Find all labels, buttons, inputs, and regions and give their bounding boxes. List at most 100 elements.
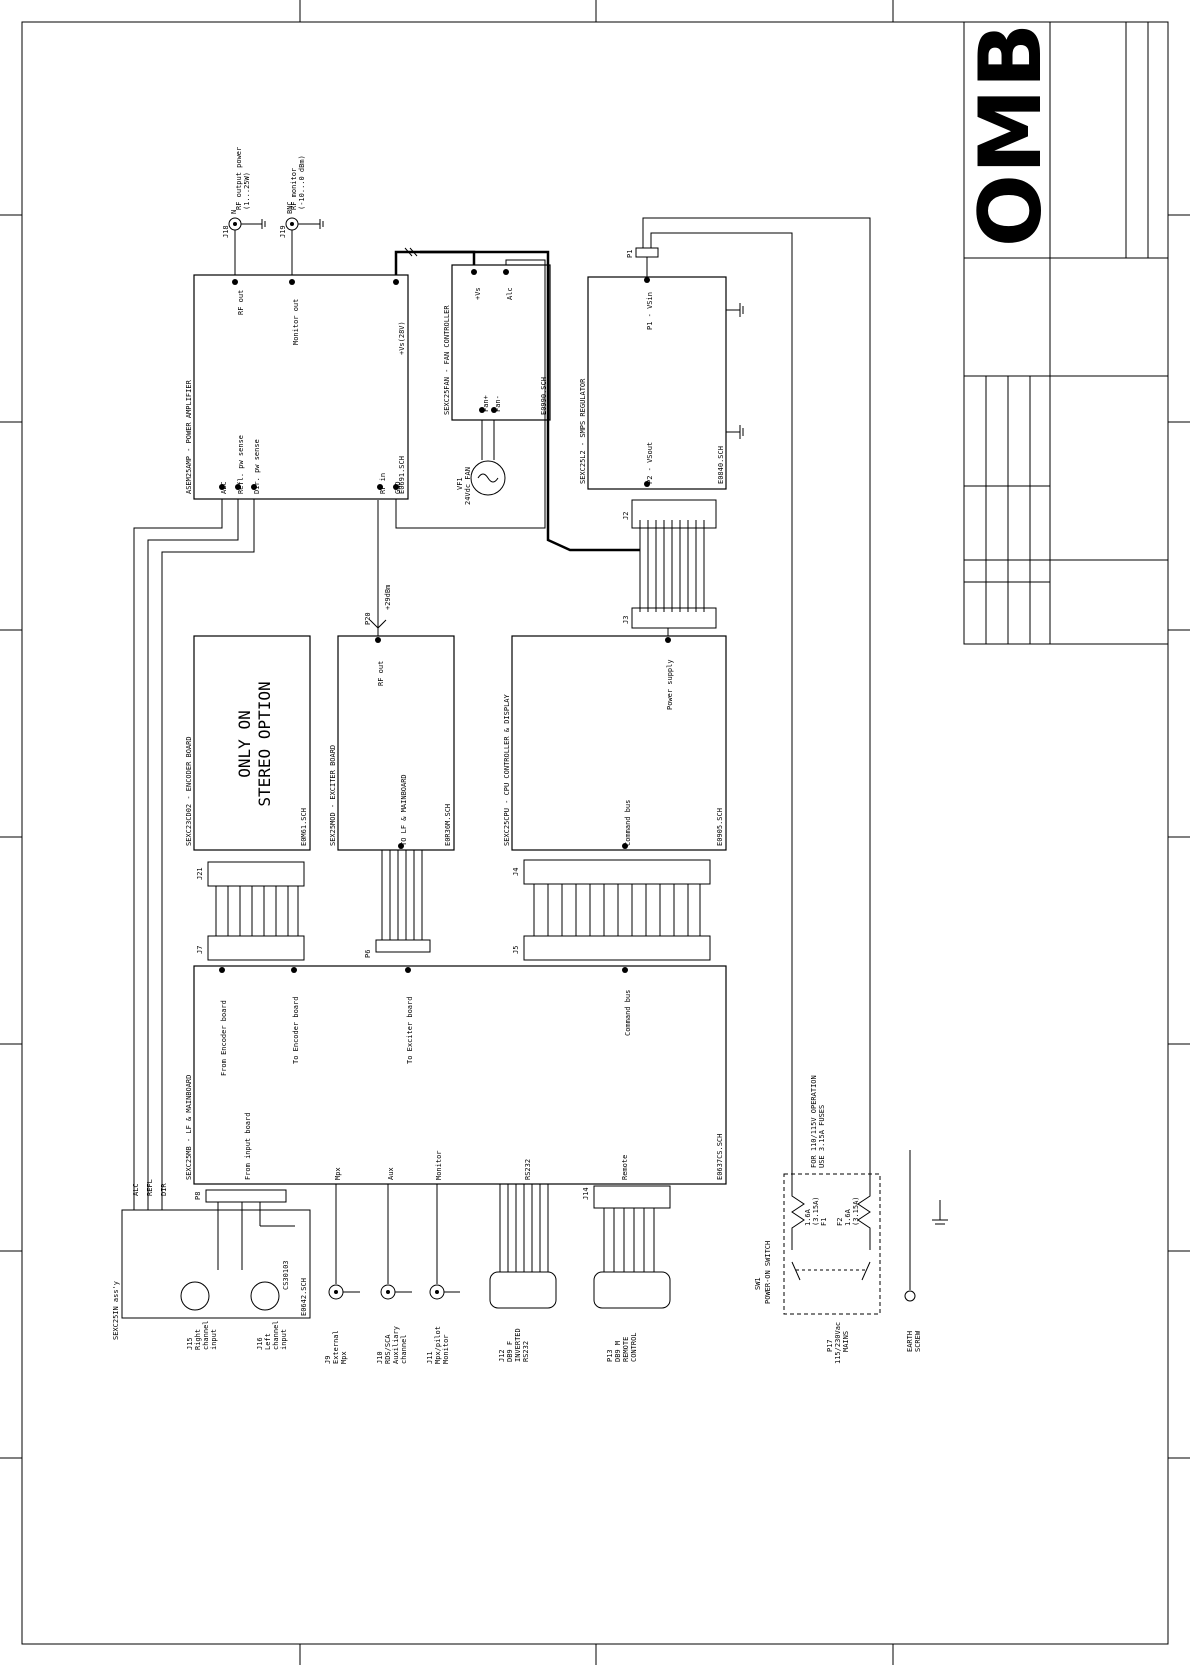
fan-vf1: VF1 24Vdc FAN xyxy=(456,420,506,505)
svg-text:(1...25W): (1...25W) xyxy=(243,172,251,210)
svg-text:Command bus: Command bus xyxy=(624,990,632,1036)
svg-text:channel: channel xyxy=(272,1320,280,1350)
mainboard-block: SEXC25MB - LF & MAINBOARD E0637CS.SCH Fr… xyxy=(185,965,727,1185)
svg-text:SEXC25CPU - CPU CONTROLLER & D: SEXC25CPU - CPU CONTROLLER & DISPLAY xyxy=(503,693,511,846)
svg-text:From Encoder board: From Encoder board xyxy=(220,1000,228,1076)
svg-text:INVERTED: INVERTED xyxy=(514,1328,522,1362)
svg-text:(3.15A): (3.15A) xyxy=(852,1196,860,1226)
svg-text:DB9 M: DB9 M xyxy=(614,1341,622,1362)
svg-text:SEXC25MB - LF & MAINBOARD: SEXC25MB - LF & MAINBOARD xyxy=(185,1075,193,1180)
svg-text:SEXC23CD02 - ENCODER BOARD: SEXC23CD02 - ENCODER BOARD xyxy=(185,736,193,846)
svg-text:P20: P20 xyxy=(364,612,372,625)
smps-regulator-block: SEXC25L2 - SMPS REGULATOR E0840.SCH P2 -… xyxy=(579,276,744,490)
svg-text:FOR 110/115V OPERATION: FOR 110/115V OPERATION xyxy=(810,1075,818,1168)
title-block: OMB xyxy=(961,21,1169,645)
svg-text:Auxiliary: Auxiliary xyxy=(392,1326,400,1364)
supply-bus xyxy=(394,247,640,552)
svg-text:Right: Right xyxy=(194,1329,202,1350)
svg-text:CS30103: CS30103 xyxy=(282,1260,290,1290)
svg-text:SEXC25L2 - SMPS REGULATOR: SEXC25L2 - SMPS REGULATOR xyxy=(579,378,587,484)
svg-text:Mpx: Mpx xyxy=(340,1351,348,1364)
svg-text:J3: J3 xyxy=(622,616,630,624)
svg-text:J14: J14 xyxy=(582,1187,590,1200)
svg-text:BNC: BNC xyxy=(286,201,294,214)
svg-text:ASEM25AMP - POWER AMPLIFIER: ASEM25AMP - POWER AMPLIFIER xyxy=(185,379,193,494)
svg-text:Monitor: Monitor xyxy=(435,1150,443,1180)
svg-text:DB9 F: DB9 F xyxy=(506,1341,514,1362)
svg-text:J18: J18 xyxy=(222,225,230,238)
svg-text:J12: J12 xyxy=(498,1349,506,1362)
svg-text:RF monitor: RF monitor xyxy=(290,168,298,210)
omb-logo: OMB xyxy=(961,23,1061,247)
svg-text:E0691.SCH: E0691.SCH xyxy=(398,456,406,494)
svg-text:SCREW: SCREW xyxy=(914,1330,922,1352)
svg-text:P6: P6 xyxy=(364,950,372,958)
svg-text:Command bus: Command bus xyxy=(624,800,632,846)
p1-connector: P1 xyxy=(626,217,871,1170)
svg-text:1.6A: 1.6A xyxy=(844,1208,852,1226)
svg-text:P1: P1 xyxy=(626,250,634,258)
svg-text:Monitor: Monitor xyxy=(442,1334,450,1364)
input-connector-labels: J15 Right channel input J16 Left channel… xyxy=(186,1320,288,1350)
svg-text:E0840.SCH: E0840.SCH xyxy=(717,446,725,484)
svg-text:SEXC25FAN - FAN CONTROLLER: SEXC25FAN - FAN CONTROLLER xyxy=(443,305,451,415)
fan-controller-block: SEXC25FAN - FAN CONTROLLER E0990.SCH Fan… xyxy=(443,264,551,421)
svg-text:channel: channel xyxy=(202,1320,210,1350)
svg-text:115/230Vac: 115/230Vac xyxy=(834,1322,842,1364)
svg-text:1.6A: 1.6A xyxy=(804,1208,812,1226)
svg-text:Power supply: Power supply xyxy=(666,659,674,710)
p8-connector: P8 xyxy=(194,1189,287,1203)
svg-text:Dir. pw sense: Dir. pw sense xyxy=(253,439,261,494)
svg-text:EARTH: EARTH xyxy=(906,1331,914,1352)
svg-text:J7: J7 xyxy=(196,946,204,954)
svg-text:P8: P8 xyxy=(194,1192,202,1200)
svg-text:P2 - VSout: P2 - VSout xyxy=(646,442,654,484)
svg-text:J21: J21 xyxy=(196,867,204,880)
svg-text:Mpx: Mpx xyxy=(334,1167,342,1180)
svg-text:Aux: Aux xyxy=(387,1167,395,1180)
encoder-board-block: SEXC23CD02 - ENCODER BOARD E0M61.SCH ONL… xyxy=(185,635,311,851)
j2-j3-ribbon: J2 J3 P3 xyxy=(622,499,717,648)
svg-text:SEX25MOD - EXCITER BOARD: SEX25MOD - EXCITER BOARD xyxy=(329,745,337,846)
j4-j5-ribbon: J4 J5 xyxy=(512,859,711,961)
svg-text:J9: J9 xyxy=(324,1356,332,1364)
svg-text:E0M61.SCH: E0M61.SCH xyxy=(300,808,308,846)
j21-j7-ribbon: J21 J7 xyxy=(196,861,305,961)
svg-text:(-10...0 dBm): (-10...0 dBm) xyxy=(298,155,306,210)
svg-text:Remote: Remote xyxy=(621,1155,629,1180)
svg-text:RF in: RF in xyxy=(379,473,387,494)
svg-text:J19: J19 xyxy=(279,225,287,238)
svg-text:MAINS: MAINS xyxy=(842,1331,850,1352)
svg-text:J16: J16 xyxy=(256,1337,264,1350)
mains-power-section: FOR 110/115V OPERATION USE 3.15A FUSES 1… xyxy=(754,1075,948,1364)
svg-text:ALC: ALC xyxy=(132,1183,140,1196)
svg-text:+Vs: +Vs xyxy=(474,287,482,300)
svg-text:+Vs(28V): +Vs(28V) xyxy=(398,321,406,355)
svg-text:Alc: Alc xyxy=(506,287,514,300)
svg-text:POWER-ON SWITCH: POWER-ON SWITCH xyxy=(764,1241,772,1304)
svg-text:RS232: RS232 xyxy=(522,1341,530,1362)
svg-text:(3.15A): (3.15A) xyxy=(812,1196,820,1226)
exciter-board-block: SEX25MOD - EXCITER BOARD E0R36M.SCH TO L… xyxy=(329,500,455,851)
svg-text:N: N xyxy=(230,210,238,214)
svg-text:F2: F2 xyxy=(836,1218,844,1226)
svg-text:External: External xyxy=(332,1330,340,1364)
svg-text:Left: Left xyxy=(264,1333,272,1350)
svg-text:RF out: RF out xyxy=(377,661,385,686)
svg-text:J5: J5 xyxy=(512,946,520,954)
svg-text:USE 3.15A FUSES: USE 3.15A FUSES xyxy=(818,1105,826,1168)
svg-text:E0990.SCH: E0990.SCH xyxy=(540,377,548,415)
svg-text:+29dBm: +29dBm xyxy=(384,585,392,610)
svg-text:RF out: RF out xyxy=(237,290,245,315)
svg-text:RDS/SCA: RDS/SCA xyxy=(384,1334,392,1364)
svg-text:P17: P17 xyxy=(826,1339,834,1352)
power-amplifier-block: ASEM25AMP - POWER AMPLIFIER E0691.SCH AL… xyxy=(185,274,409,500)
svg-text:J10: J10 xyxy=(376,1351,384,1364)
svg-text:24Vdc FAN: 24Vdc FAN xyxy=(464,467,472,505)
svg-text:REMOTE: REMOTE xyxy=(622,1337,630,1362)
svg-text:E0R36M.SCH: E0R36M.SCH xyxy=(444,804,452,846)
svg-text:SW1: SW1 xyxy=(754,1277,762,1290)
svg-text:input: input xyxy=(280,1329,288,1350)
